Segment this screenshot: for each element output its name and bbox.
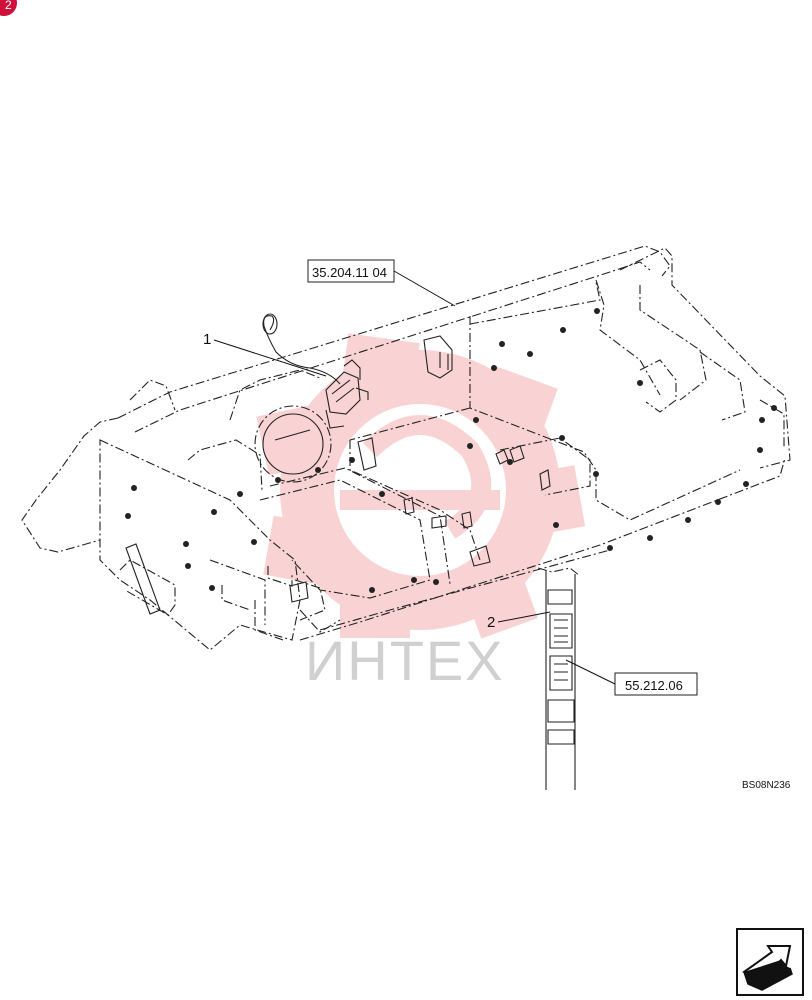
callout-1[interactable]: 1 xyxy=(203,331,327,377)
next-page-arrow-icon xyxy=(742,945,793,991)
part-2-connector-strip xyxy=(537,567,581,790)
next-page-button[interactable] xyxy=(736,928,804,996)
part-1-sensor-harness xyxy=(262,313,369,429)
watermark-text: ИНТЕХ xyxy=(305,629,505,692)
chassis-frame xyxy=(21,245,791,651)
callout-1-number: 1 xyxy=(203,331,211,348)
corner-badge-label: 2 xyxy=(5,0,12,12)
watermark-logo xyxy=(256,333,586,639)
callout-2-number: 2 xyxy=(487,614,495,631)
corner-badge: 2 xyxy=(0,0,17,16)
callout-2[interactable]: 2 xyxy=(487,611,551,631)
reference-box-top[interactable]: 35.204.11 04 xyxy=(307,259,456,307)
reference-box-bottom[interactable]: 55.212.06 xyxy=(565,659,698,696)
fasteners xyxy=(125,308,777,593)
reference-bottom-label: 55.212.06 xyxy=(625,678,683,693)
drawing-code: BS08N236 xyxy=(742,780,791,791)
reference-top-label: 35.204.11 04 xyxy=(312,265,387,280)
